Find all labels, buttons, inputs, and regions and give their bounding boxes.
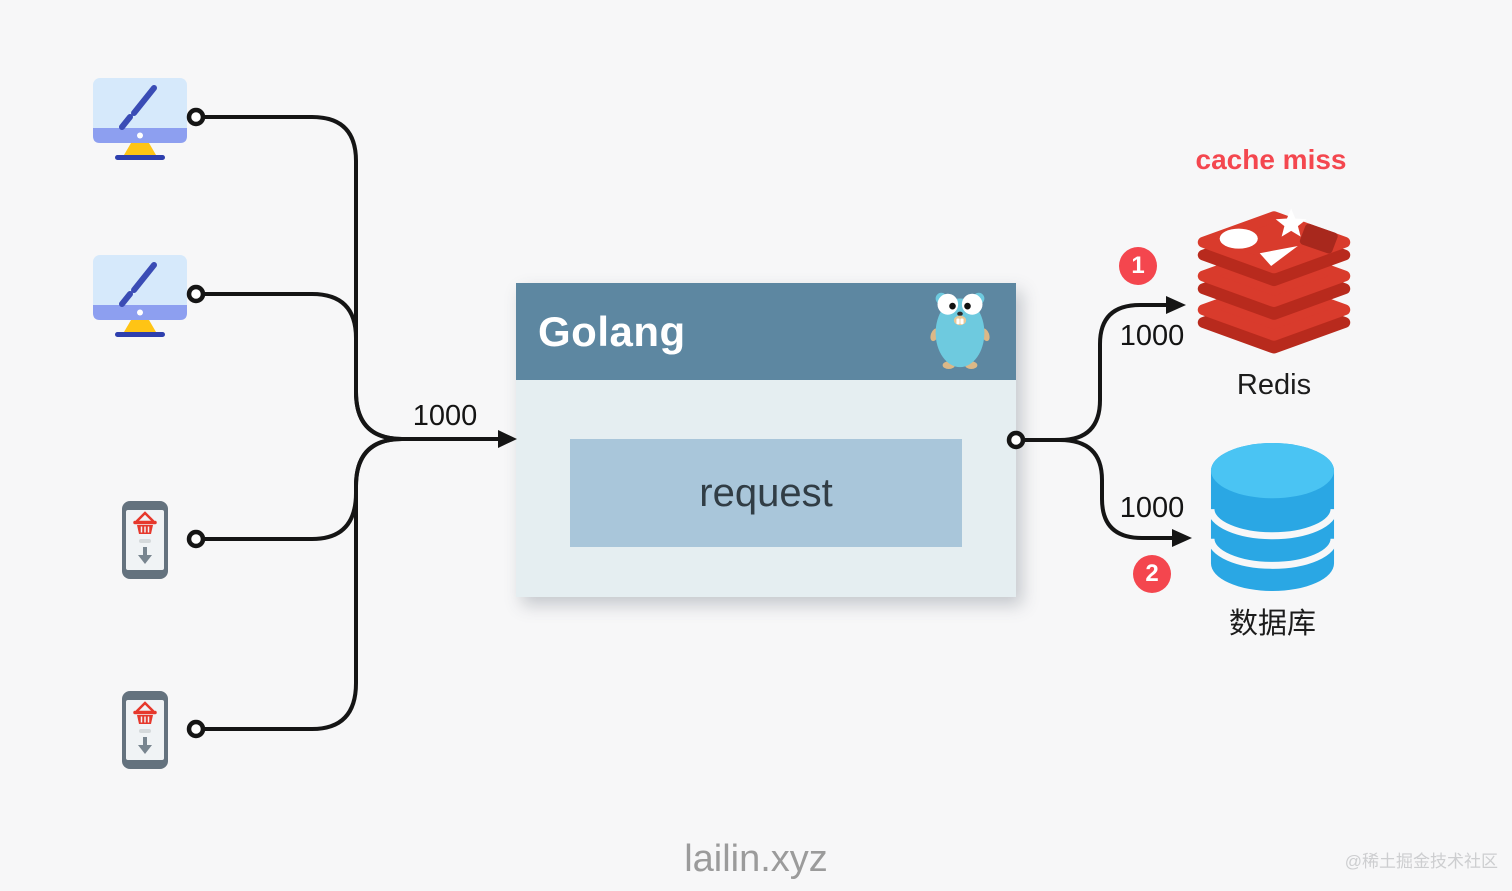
database-icon [1207,442,1338,592]
connector-dot-phone1 [186,529,206,549]
connector-dot-desktop2 [186,284,206,304]
to-redis-request-count: 1000 [1119,320,1185,352]
database-caption: 数据库 [1228,608,1316,640]
desktop-client-icon [93,255,187,337]
wire-desktop1-to-merge [203,115,403,441]
wire-phone1-to-merge [203,437,403,541]
cache-miss-label: cache miss [1195,144,1347,175]
redis-caption: Redis [1236,369,1312,401]
golang-service-box: Golang request [516,283,1016,597]
arrowhead-into-db [1172,529,1192,547]
step-1-badge: 1 [1119,247,1157,285]
site-watermark: lailin.xyz [684,838,828,880]
redis-icon [1197,208,1351,354]
wire-phone2-to-merge [203,437,403,731]
desktop-client-icon [93,78,187,160]
wire-desktop2-to-merge [203,292,403,441]
mobile-shopping-client-icon [122,501,168,579]
connector-dot-phone2 [186,719,206,739]
arrowhead-into-redis [1166,296,1186,314]
request-block: request [570,439,962,547]
step-2-badge: 2 [1133,555,1171,593]
community-watermark: @稀土掘金技术社区 [1344,852,1498,871]
connector-dot-desktop1 [186,107,206,127]
golang-header: Golang [516,283,1016,380]
golang-title: Golang [538,307,686,355]
to-database-request-count: 1000 [1119,492,1185,524]
gopher-mascot-icon [930,292,990,369]
arrowhead-into-golang [498,430,517,448]
request-label: request [699,470,833,515]
mobile-shopping-client-icon [122,691,168,769]
incoming-request-count: 1000 [412,400,478,432]
